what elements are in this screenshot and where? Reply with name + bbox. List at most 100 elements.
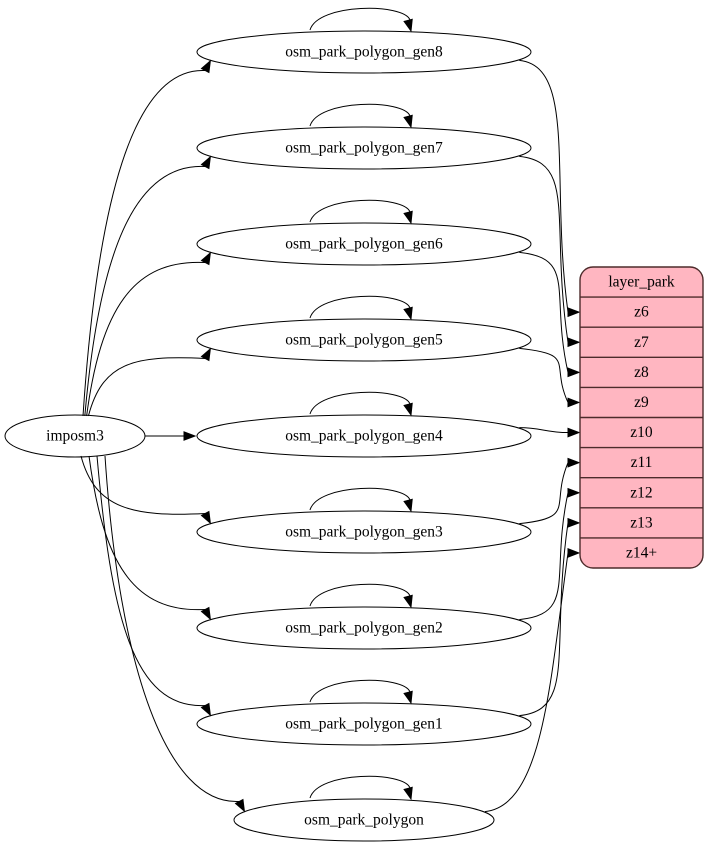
edge-imposm3-to-osm_park_polygon_gen7 [84,166,206,417]
node-osm_park_polygon_gen4-label: osm_park_polygon_gen4 [285,428,443,445]
table-row-z9-label: z9 [634,394,649,411]
node-osm_park_polygon_gen7[interactable]: osm_park_polygon_gen7 [196,126,532,170]
self-loop-osm_park_polygon_gen4 [309,391,411,415]
node-osm_park_polygon_gen1-shape [196,702,532,746]
edge-osm_park_polygon_gen8-to-z6 [519,59,569,313]
edges-layer [80,7,581,813]
node-osm_park_polygon_gen2-shape [196,606,532,650]
node-osm_park_polygon_gen3-shape [196,510,532,554]
arrowhead-osm_park_polygon_gen3-to-z11 [567,457,581,468]
arrowhead-self-loop-osm_park_polygon_gen2 [403,594,413,609]
arrowhead-imposm3-to-osm_park_polygon [234,798,246,813]
arrowhead-imposm3-to-osm_park_polygon_gen7 [200,155,212,170]
arrowhead-osm_park_polygon-to-z14+ [567,548,581,558]
edge-imposm3-to-osm_park_polygon_gen2 [88,455,206,611]
self-loop-osm_park_polygon_gen7 [309,103,411,127]
arrowhead-osm_park_polygon_gen4-to-z10 [567,427,581,438]
arrowhead-imposm3-to-osm_park_polygon_gen5 [200,347,212,362]
layer-park-table-header: layer_park [608,274,675,291]
edge-osm_park_polygon_gen6-to-z8 [519,251,569,373]
edge-imposm3-to-osm_park_polygon_gen6 [86,261,206,417]
self-loop-osm_park_polygon_gen3 [309,487,411,511]
self-loop-osm_park_polygon_gen8 [309,7,411,31]
node-osm_park_polygon_gen6-shape [196,222,532,266]
edge-osm_park_polygon_gen5-to-z9 [519,347,569,403]
arrowhead-osm_park_polygon_gen2-to-z12 [567,487,581,498]
arrowhead-imposm3-to-osm_park_polygon_gen2 [200,606,212,621]
arrowhead-osm_park_polygon_gen6-to-z8 [567,367,581,378]
table-row-z6-label: z6 [634,304,649,321]
table-row-z12-label: z12 [630,484,652,501]
arrowhead-self-loop-osm_park_polygon_gen7 [403,114,413,129]
edge-osm_park_polygon_gen4-to-z10 [519,427,569,434]
table-row-z14+[interactable]: z14+ [580,538,703,568]
table-row-z12[interactable]: z12 [580,478,703,508]
node-osm_park_polygon_gen5[interactable]: osm_park_polygon_gen5 [196,318,532,362]
node-osm_park_polygon_gen7-shape [196,126,532,170]
node-imposm3[interactable]: imposm3 [4,414,146,458]
node-imposm3-label: imposm3 [46,428,104,445]
table-row-z13-label: z13 [630,514,653,531]
self-loop-osm_park_polygon [309,775,411,799]
arrowhead-self-loop-osm_park_polygon_gen8 [403,18,413,33]
table-row-z13[interactable]: z13 [580,508,703,538]
arrowhead-self-loop-osm_park_polygon_gen6 [403,210,413,225]
node-osm_park_polygon_gen4-shape [196,414,532,458]
edge-osm_park_polygon_gen3-to-z11 [519,462,569,525]
arrowhead-osm_park_polygon_gen5-to-z9 [567,397,581,408]
node-osm_park_polygon_gen5-label: osm_park_polygon_gen5 [285,332,443,349]
edge-imposm3-to-osm_park_polygon_gen3 [80,455,206,515]
arrowhead-imposm3-to-osm_park_polygon_gen8 [200,59,212,74]
self-loop-osm_park_polygon_gen6 [309,199,411,223]
node-osm_park_polygon-label: osm_park_polygon [304,812,424,829]
node-osm_park_polygon_gen2-label: osm_park_polygon_gen2 [285,620,443,637]
edge-osm_park_polygon_gen7-to-z7 [519,155,569,343]
table-row-z10-label: z10 [630,424,653,441]
node-osm_park_polygon_gen4[interactable]: osm_park_polygon_gen4 [196,414,532,458]
node-osm_park_polygon_gen8-label: osm_park_polygon_gen8 [285,44,443,61]
table-row-z11[interactable]: z11 [580,448,703,478]
node-osm_park_polygon_gen1-label: osm_park_polygon_gen1 [285,716,443,733]
table-row-z14+-label: z14+ [626,545,657,562]
arrowhead-imposm3-to-osm_park_polygon_gen6 [200,251,212,266]
arrowhead-osm_park_polygon_gen8-to-z6 [567,307,581,318]
arrowhead-self-loop-osm_park_polygon_gen3 [403,498,413,513]
node-imposm3-shape [4,414,146,458]
node-osm_park_polygon_gen1[interactable]: osm_park_polygon_gen1 [196,702,532,746]
arrowhead-osm_park_polygon_gen1-to-z13 [567,517,581,528]
table-row-z9[interactable]: z9 [580,387,703,417]
table-row-z7[interactable]: z7 [580,327,703,357]
arrowhead-imposm3-to-osm_park_polygon_gen1 [200,702,212,717]
table-row-z8-label: z8 [634,364,649,381]
node-osm_park_polygon[interactable]: osm_park_polygon [233,798,495,842]
table-row-z11-label: z11 [631,454,653,471]
edge-imposm3-to-osm_park_polygon [104,455,240,802]
edge-osm_park_polygon_gen1-to-z13 [519,522,569,717]
arrowhead-self-loop-osm_park_polygon_gen4 [403,402,413,417]
self-loop-osm_park_polygon_gen5 [309,295,411,319]
node-osm_park_polygon-shape [233,798,495,842]
edge-osm_park_polygon_gen2-to-z12 [519,492,569,621]
node-osm_park_polygon_gen3[interactable]: osm_park_polygon_gen3 [196,510,532,554]
node-osm_park_polygon_gen2[interactable]: osm_park_polygon_gen2 [196,606,532,650]
arrowhead-imposm3-to-osm_park_polygon_gen3 [200,510,212,525]
arrowhead-osm_park_polygon_gen7-to-z7 [567,337,581,348]
table-row-z6[interactable]: z6 [580,297,703,327]
table-row-z8[interactable]: z8 [580,357,703,387]
node-osm_park_polygon_gen3-label: osm_park_polygon_gen3 [285,524,443,541]
node-osm_park_polygon_gen8[interactable]: osm_park_polygon_gen8 [196,30,532,74]
table-row-z10[interactable]: z10 [580,418,703,448]
table-row-z7-label: z7 [634,334,649,351]
node-osm_park_polygon_gen6-label: osm_park_polygon_gen6 [285,236,443,253]
arrowhead-imposm3-to-osm_park_polygon_gen4 [183,431,197,441]
edge-imposm3-to-osm_park_polygon_gen5 [87,357,206,417]
self-loop-osm_park_polygon_gen1 [309,679,411,703]
node-osm_park_polygon_gen5-shape [196,318,532,362]
arrowhead-self-loop-osm_park_polygon [403,786,413,801]
layer-park-table: layer_park z6 z7 z8 z9 z10 z11 z12 z13 z14+ [579,266,704,569]
node-osm_park_polygon_gen6[interactable]: osm_park_polygon_gen6 [196,222,532,266]
edge-imposm3-to-osm_park_polygon_gen1 [96,455,206,706]
edge-imposm3-to-osm_park_polygon_gen8 [82,70,206,417]
